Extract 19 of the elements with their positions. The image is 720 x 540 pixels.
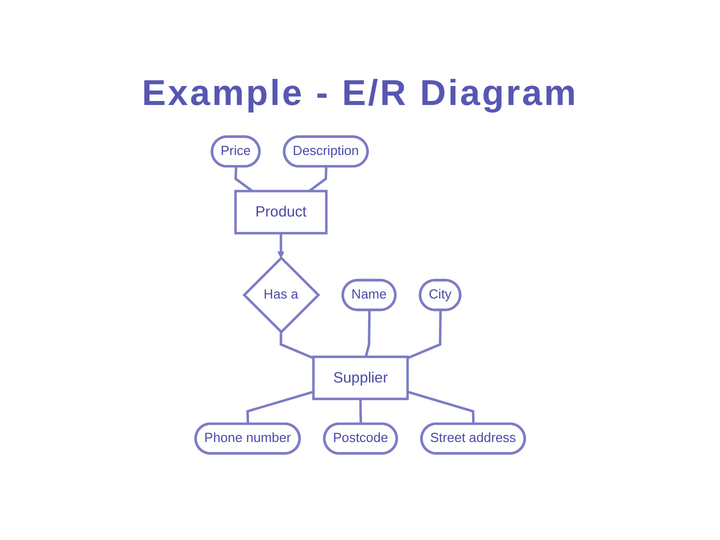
connector xyxy=(407,390,475,424)
attribute-ellipse: Phone number xyxy=(194,422,301,455)
attribute-ellipse: Street address xyxy=(420,422,526,455)
connector xyxy=(308,166,328,192)
attribute-ellipse: Price xyxy=(210,135,260,168)
attribute-ellipse: Name xyxy=(341,278,396,312)
connector xyxy=(280,332,314,360)
connector xyxy=(246,390,314,424)
attribute-ellipse: Description xyxy=(282,135,369,168)
connector xyxy=(359,398,362,424)
attribute-ellipse: City xyxy=(418,278,462,312)
diagram-title: Example - E/R Diagram xyxy=(142,72,578,114)
connector xyxy=(364,310,371,358)
arrow xyxy=(277,233,284,258)
entity-box: Supplier xyxy=(312,356,409,400)
attribute-ellipse: Postcode xyxy=(322,422,398,455)
entity-box: Product xyxy=(234,190,328,234)
relationship-diamond: Has a xyxy=(242,256,320,334)
connector xyxy=(234,166,254,192)
